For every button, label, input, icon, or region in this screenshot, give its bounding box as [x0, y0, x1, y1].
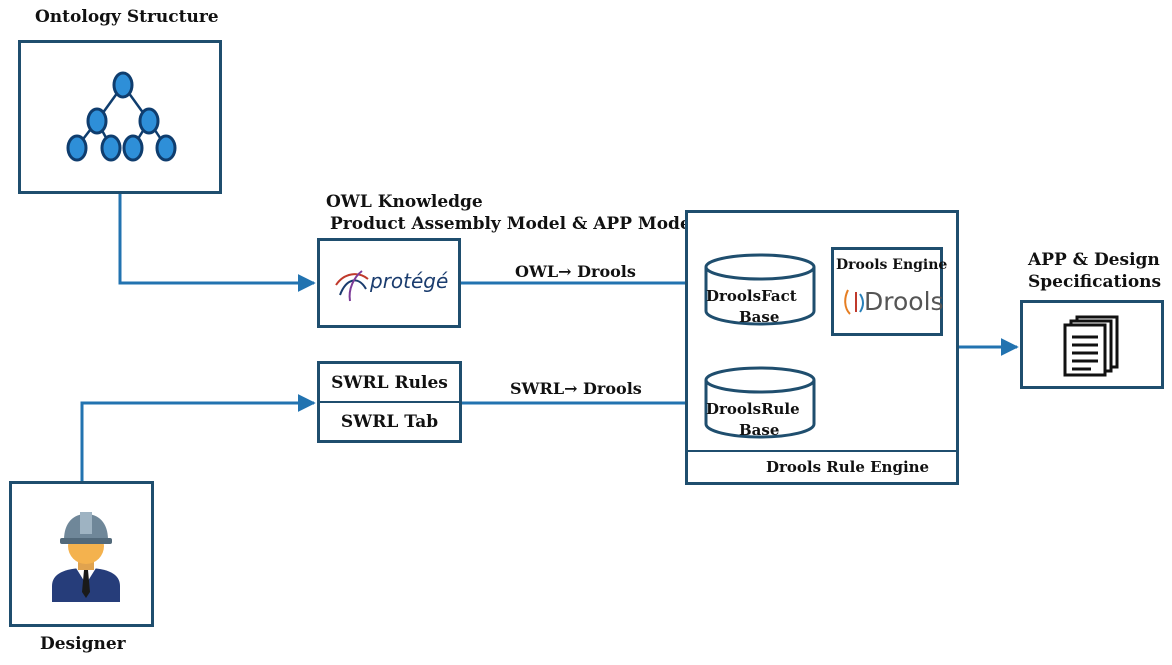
- fact-base-label-line2: Base: [739, 308, 780, 326]
- drools-logo-icon: [844, 289, 864, 315]
- protege-logo-text: protégé: [370, 269, 449, 293]
- swrl-rules-label: SWRL Rules: [331, 372, 448, 393]
- drools-logo-text: Drools: [864, 287, 944, 316]
- swrl-to-drools-label: SWRL→ Drools: [510, 379, 642, 398]
- output-title-line2: Specifications: [1028, 272, 1162, 292]
- tree-hierarchy-icon: [66, 71, 177, 162]
- ontology-box: [18, 40, 222, 194]
- designer-box: [9, 481, 154, 627]
- ontology-to-owl-arrow: [118, 193, 316, 292]
- owl-title-line1: OWL Knowledge: [326, 192, 483, 212]
- ontology-title: Ontology Structure: [35, 7, 219, 27]
- drools-engine-box: Drools Engine Drools: [831, 247, 947, 336]
- rule-base-label-line2: Base: [739, 421, 780, 439]
- owl-title-line2: Product Assembly Model & APP Model: [330, 214, 698, 234]
- owl-protege-box: protégé: [317, 238, 461, 328]
- rule-engine-label: Drools Rule Engine: [766, 458, 930, 476]
- owl-to-drools-label: OWL→ Drools: [515, 262, 636, 281]
- fact-base-cylinder-icon: [704, 253, 816, 326]
- swrl-tab-label: SWRL Tab: [340, 411, 439, 432]
- swrl-tab-cell: SWRL Tab: [320, 403, 459, 440]
- output-box: [1020, 300, 1164, 389]
- rule-base-label-line1: DroolsRule: [706, 400, 800, 418]
- rule-engine-divider: [688, 450, 956, 452]
- engineer-avatar-icon: [52, 512, 120, 602]
- fact-base-label-line1: DroolsFact: [706, 287, 797, 305]
- swrl-box: SWRL Rules SWRL Tab: [317, 361, 462, 443]
- swrl-rules-cell: SWRL Rules: [320, 364, 459, 403]
- rule-base-cylinder-icon: [704, 366, 816, 439]
- output-title-line1: APP & Design: [1028, 250, 1160, 270]
- designer-to-swrl-arrow: [80, 394, 316, 482]
- protege-logo-icon: [335, 270, 369, 302]
- drools-engine-title: Drools Engine: [836, 257, 948, 273]
- documents-stack-icon: [1063, 315, 1119, 377]
- designer-label: Designer: [40, 634, 126, 654]
